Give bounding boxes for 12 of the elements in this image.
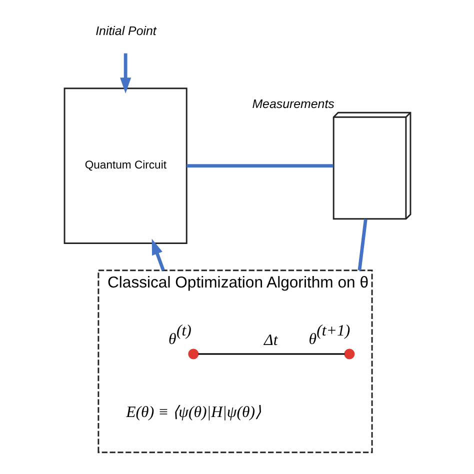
edge-label: Δt xyxy=(264,332,278,350)
node-label: Measurements xyxy=(252,96,334,111)
arrow xyxy=(151,238,164,271)
label: E(θ) ≡ ⟨ψ(θ)|H|ψ(θ)⟩ xyxy=(126,404,261,421)
connector xyxy=(198,353,344,355)
arrow xyxy=(120,53,131,94)
node-box: Quantum Circuit xyxy=(63,88,187,244)
connector xyxy=(357,219,367,271)
node-circle xyxy=(344,348,354,360)
connector xyxy=(186,164,333,168)
node-text: Initial Point xyxy=(95,24,156,38)
node-circle xyxy=(188,348,198,360)
